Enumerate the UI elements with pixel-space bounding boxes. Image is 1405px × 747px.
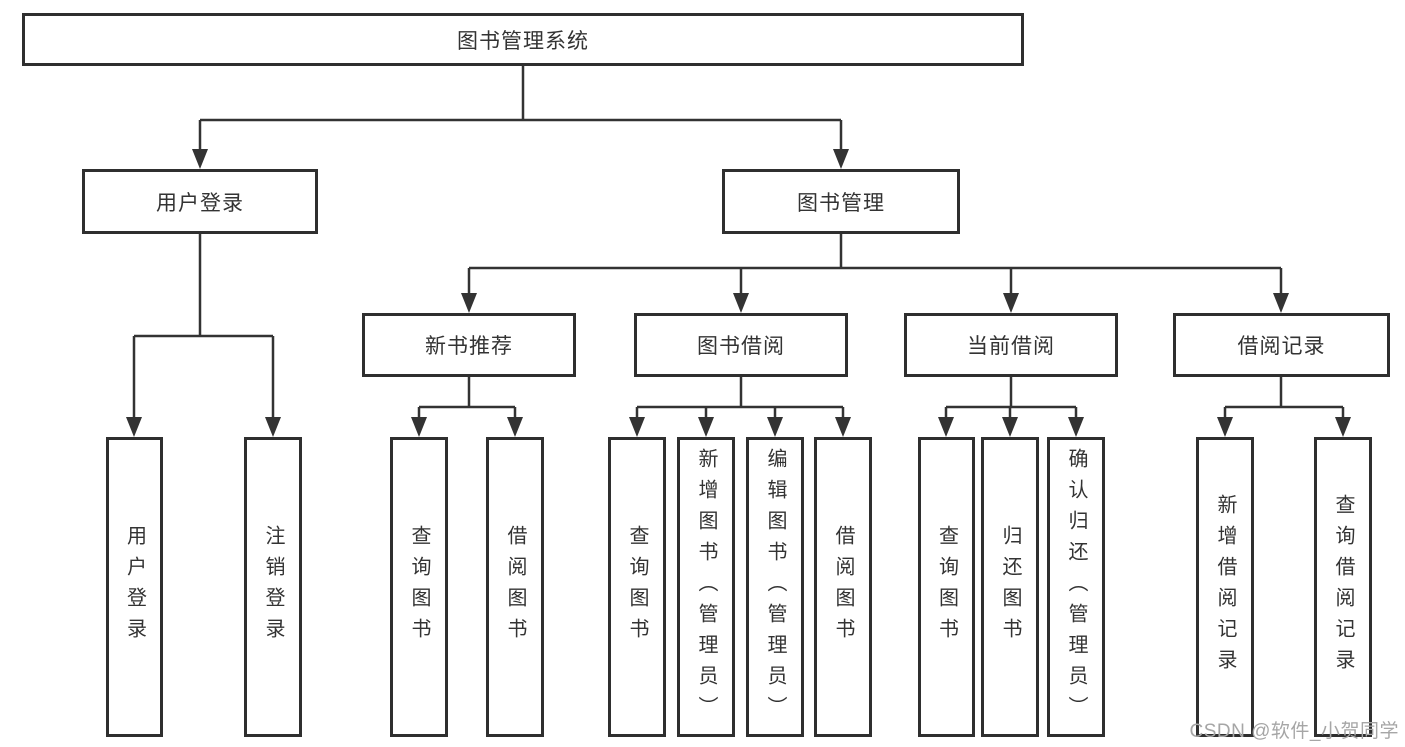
node-label: 用户登录 — [156, 191, 244, 215]
leaf-label: 归还图书 — [999, 525, 1021, 649]
leaf-label: 查询图书 — [935, 525, 958, 649]
node-label: 图书借阅 — [697, 335, 785, 358]
node-current-borrowing: 当前借阅 — [904, 313, 1118, 377]
node-borrowing-records: 借阅记录 — [1173, 313, 1390, 377]
connector-records-to-leaves — [1217, 377, 1351, 437]
connector-manage-to-level2 — [461, 234, 1289, 313]
connector-login-to-leaves — [126, 234, 281, 437]
leaf-label: 查询图书 — [626, 525, 648, 649]
node-label: 新书推荐 — [425, 335, 513, 358]
leaf-borrow-add-books-admin: 新增图书（管理员） — [677, 437, 735, 737]
node-new-book-recommend: 新书推荐 — [362, 313, 576, 377]
leaf-newbook-borrow-books: 借阅图书 — [486, 437, 544, 737]
csdn-watermark: CSDN @软件_小贺同学 — [1189, 721, 1399, 742]
leaf-label: 借阅图书 — [504, 525, 526, 649]
leaf-query-borrow-record: 查询借阅记录 — [1314, 437, 1372, 737]
node-label: 图书管理系统 — [457, 29, 589, 53]
leaf-borrow-borrow-books: 借阅图书 — [814, 437, 872, 737]
leaf-label: 确认归还（管理员） — [1065, 447, 1087, 727]
node-book-management: 图书管理 — [722, 169, 960, 234]
node-user-login: 用户登录 — [82, 169, 318, 234]
leaf-label: 编辑图书（管理员） — [764, 447, 786, 727]
leaf-current-confirm-return-admin: 确认归还（管理员） — [1047, 437, 1105, 737]
connector-current-to-leaves — [938, 377, 1084, 437]
connector-borrow-to-leaves — [629, 377, 851, 437]
leaf-label: 查询图书 — [408, 525, 430, 649]
leaf-current-return-books: 归还图书 — [981, 437, 1039, 737]
node-book-borrowing: 图书借阅 — [634, 313, 848, 377]
connector-newbook-to-leaves — [411, 377, 523, 437]
connector-root-to-level1 — [192, 66, 849, 169]
leaf-label: 查询借阅记录 — [1332, 494, 1354, 680]
leaf-label: 注销登录 — [262, 525, 284, 649]
leaf-current-query-books: 查询图书 — [918, 437, 975, 737]
leaf-newbook-query-books: 查询图书 — [390, 437, 448, 737]
node-library-management-system: 图书管理系统 — [22, 13, 1024, 66]
leaf-user-login: 用户登录 — [106, 437, 163, 737]
leaf-logout: 注销登录 — [244, 437, 302, 737]
node-label: 图书管理 — [797, 191, 885, 215]
leaf-label: 用户登录 — [123, 525, 146, 649]
leaf-label: 新增借阅记录 — [1214, 494, 1236, 680]
node-label: 借阅记录 — [1237, 335, 1326, 358]
leaf-label: 借阅图书 — [832, 525, 854, 649]
leaf-borrow-edit-books-admin: 编辑图书（管理员） — [746, 437, 804, 737]
node-label: 当前借阅 — [967, 335, 1055, 358]
leaf-add-borrow-record: 新增借阅记录 — [1196, 437, 1254, 737]
leaf-borrow-query-books: 查询图书 — [608, 437, 666, 737]
leaf-label: 新增图书（管理员） — [695, 447, 717, 727]
